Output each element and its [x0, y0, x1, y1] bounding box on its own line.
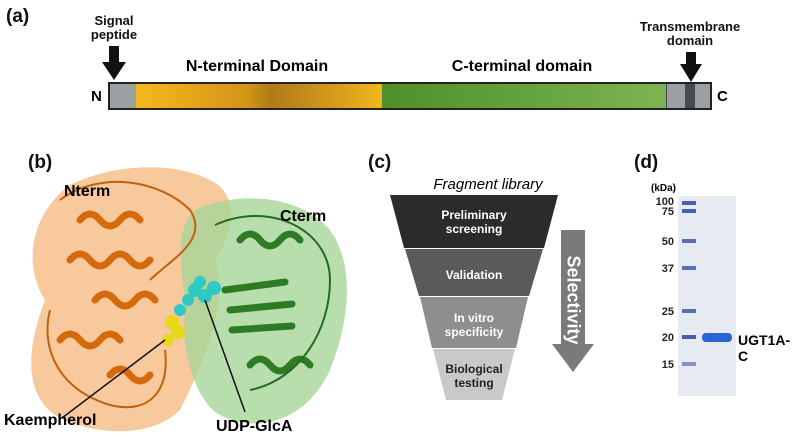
sds-gel	[678, 196, 736, 396]
band-label: UGT1A-C	[738, 332, 791, 364]
mw-marker-label: 50	[661, 236, 674, 248]
mw-marker-label: 15	[661, 359, 674, 371]
udp-glca-spheres	[174, 276, 221, 316]
funnel-step-2	[405, 249, 543, 296]
nterm-label: Nterm	[64, 183, 111, 200]
funnel-label-2: Validation	[445, 268, 503, 282]
panel-c-label: (c)	[368, 152, 392, 173]
ladder-band	[682, 309, 696, 313]
screening-funnel	[390, 195, 558, 400]
panel-d-label: (d)	[634, 152, 659, 173]
c-domain-label: C-terminal domain	[451, 58, 593, 75]
funnel-label-3: In vitro specificity	[444, 311, 504, 339]
ladder-band	[682, 201, 696, 205]
funnel-label-1: Preliminary screening	[441, 208, 507, 236]
nterm-loops	[46, 180, 197, 409]
funnel-label-4: Biological testing	[445, 362, 503, 390]
ladder-band	[682, 209, 696, 213]
ladder-band	[682, 239, 696, 243]
udp-glca-label: UDP-GlcA	[216, 418, 293, 435]
n-domain-label: N-terminal Domain	[185, 58, 329, 75]
transmembrane-arrow	[680, 52, 702, 82]
n-terminus-label: N	[91, 88, 102, 105]
mw-marker-label: 25	[661, 306, 674, 318]
n-domain-segment	[136, 84, 383, 108]
selectivity-arrow	[552, 230, 594, 372]
funnel-step-4	[433, 349, 515, 400]
kaempherol-label: Kaempherol	[4, 412, 97, 429]
signal-peptide-segment	[110, 84, 137, 108]
transmembrane-segment	[685, 84, 695, 108]
selectivity-label: Selectivity	[563, 255, 584, 345]
panel-b-label: (b)	[28, 152, 53, 173]
kaempherol-pointer	[61, 339, 166, 419]
c-domain-segment	[382, 84, 667, 108]
ladder-band	[682, 266, 696, 270]
protein-domain-bar	[108, 82, 712, 110]
funnel-step-3	[420, 297, 528, 348]
ugt1a-c-band	[702, 333, 732, 342]
linker-segment	[667, 84, 685, 108]
cterm-label: Cterm	[280, 208, 327, 225]
mw-marker-label: 75	[661, 206, 674, 218]
cterm-surface	[180, 198, 347, 424]
mw-marker-label: 100	[655, 196, 674, 208]
protein-structure-image	[31, 167, 347, 432]
funnel-step-1	[390, 195, 558, 248]
mw-marker-label: 37	[661, 263, 674, 275]
cterm-ribbon	[221, 230, 314, 375]
signal-peptide-label: Signal peptide	[90, 13, 138, 42]
transmembrane-label: Transmembrane domain	[639, 19, 741, 48]
c-terminus-label: C	[717, 88, 728, 105]
mw-marker-label: 20	[661, 332, 674, 344]
ladder-band	[682, 335, 696, 339]
cterm-loops	[214, 215, 332, 391]
kda-unit-label: (kDa)	[651, 183, 677, 194]
ladder-band	[682, 362, 696, 366]
cytoplasmic-tail-segment	[695, 84, 710, 108]
nterm-ribbon	[56, 210, 159, 385]
fragment-library-label: Fragment library	[433, 176, 543, 193]
udp-glca-pointer	[204, 299, 246, 413]
kaempherol-spheres	[162, 315, 185, 346]
signal-peptide-arrow	[102, 46, 126, 80]
panel-a-label: (a)	[6, 6, 30, 27]
